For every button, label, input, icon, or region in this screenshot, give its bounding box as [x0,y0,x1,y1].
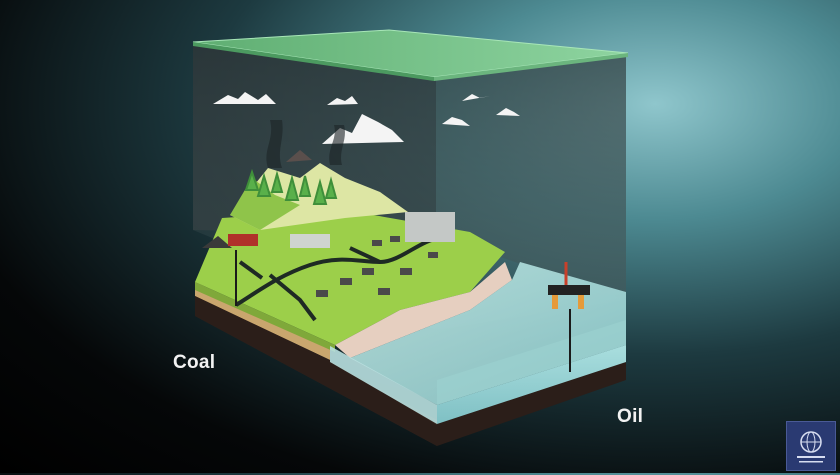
land-edge [195,282,335,352]
ocean-right-face [437,345,626,424]
glass-lid-edge-right [434,53,628,81]
forest [244,168,338,205]
house [378,288,390,295]
tree [270,170,284,193]
cloud-4 [462,94,490,101]
ocean-depth [437,320,626,405]
soil-dark-layer [195,296,437,446]
cloud-1 [213,92,276,104]
road [268,273,317,322]
rig-leg [578,295,584,309]
road [238,260,264,280]
coal-plant [202,234,258,306]
road [349,246,381,264]
coal-label: Coal [173,352,216,373]
roads [234,236,441,322]
tree [256,172,272,197]
cloud-5 [496,108,520,116]
beach [335,262,512,358]
cloud-6 [442,117,470,126]
power-plant [228,234,258,246]
emissions [266,120,345,168]
house [372,240,382,246]
house [428,252,438,258]
house [390,236,400,242]
wmo-emblem-logo [786,421,836,471]
globe-icon [797,431,825,463]
cloud-2 [327,96,358,105]
tree [244,168,260,191]
tree [298,175,312,197]
city-towers [405,212,455,242]
smoke-plume [266,120,283,168]
tree [324,176,338,199]
road [234,236,441,307]
house [316,290,328,297]
house [362,268,374,275]
ocean-front-face [330,346,437,424]
smoke-plume [329,125,345,165]
tree [284,174,300,201]
industrial-block [290,234,330,248]
seabed-right-face [437,362,626,446]
house [400,268,412,275]
mountain-peak [286,150,312,162]
rig-leg [552,295,558,309]
tree [312,178,328,205]
house [340,278,352,285]
oil-label: Oil [617,406,644,427]
rig-deck [548,285,590,295]
coal-heap [202,236,232,248]
oil-rig [548,262,590,372]
glass-lid-edge [193,42,434,81]
town [290,212,455,297]
